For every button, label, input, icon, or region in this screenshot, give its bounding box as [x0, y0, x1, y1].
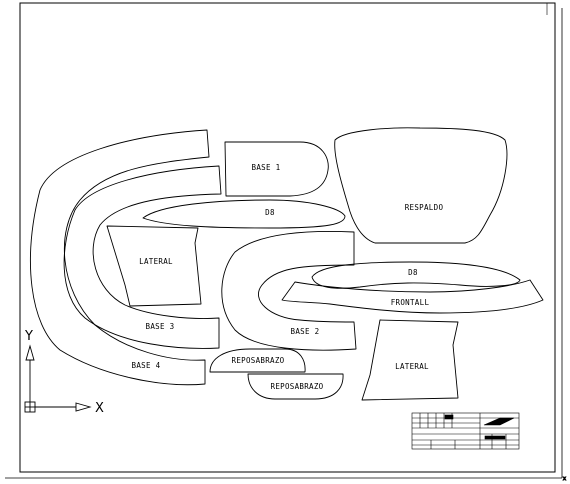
lateral-right-piece — [361, 319, 459, 401]
ucs-axis-icon — [24, 344, 92, 413]
title-block — [411, 412, 520, 450]
base-1-label: BASE 1 — [252, 163, 281, 172]
reposabrazo-1-piece — [209, 348, 306, 373]
base-3-piece — [63, 165, 222, 349]
d8-lower-label: D8 — [408, 268, 418, 277]
reposabrazo-2-label: REPOSABRAZO — [271, 382, 324, 391]
frontall-label: FRONTALL — [391, 298, 430, 307]
respaldo-label: RESPALDO — [405, 203, 444, 212]
lateral-left-piece — [106, 225, 202, 307]
sheet-border: x — [5, 2, 567, 483]
ucs-x-label: X — [95, 401, 104, 416]
respaldo-piece — [334, 127, 508, 244]
base-3-label: BASE 3 — [146, 322, 175, 331]
base-4-piece — [30, 129, 210, 386]
reposabrazo-1-label: REPOSABRAZO — [232, 356, 285, 365]
d8-upper-piece — [142, 199, 346, 229]
lateral-left-label: LATERAL — [139, 257, 173, 266]
lateral-right-label: LATERAL — [395, 362, 429, 371]
d8-lower-piece — [311, 261, 521, 289]
ucs-y-label: Y — [24, 329, 33, 344]
frontall-piece — [281, 279, 544, 314]
base-1-piece — [224, 141, 329, 197]
d8-upper-label: D8 — [265, 208, 275, 217]
base-2-label: BASE 2 — [291, 327, 320, 336]
reposabrazo-2-piece — [247, 373, 344, 400]
base-4-label: BASE 4 — [132, 361, 161, 370]
svg-text:x: x — [563, 476, 566, 482]
base-2-piece — [221, 230, 357, 351]
